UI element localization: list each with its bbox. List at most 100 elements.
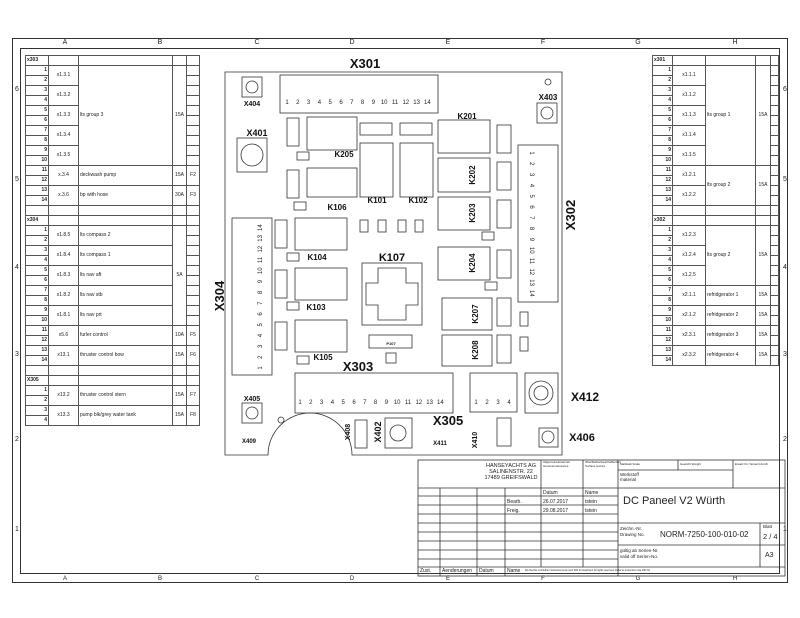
fiducial bbox=[544, 78, 552, 86]
bearb-name: tstein bbox=[585, 499, 597, 505]
name-label: Name bbox=[507, 568, 521, 574]
datum-header: Datum bbox=[543, 490, 558, 496]
grid-column-label: A bbox=[62, 39, 68, 46]
drawing-label-en: Drawing No. bbox=[620, 532, 645, 537]
x402-mount bbox=[384, 417, 413, 449]
k202-relay bbox=[437, 157, 491, 193]
sheet-number: 2 / 4 bbox=[763, 532, 778, 541]
terminal-number: 7 bbox=[350, 100, 354, 106]
terminal-number: 11 bbox=[405, 400, 412, 406]
grid-column-label: C bbox=[254, 39, 260, 46]
k106-relay bbox=[306, 167, 358, 198]
drawing-label-de: Zeichn.-Nr. bbox=[620, 526, 643, 531]
sheet-label: Blatt bbox=[763, 524, 773, 529]
p107-connector bbox=[368, 334, 413, 349]
k101-label: K101 bbox=[367, 196, 387, 205]
k103-relay bbox=[294, 267, 348, 301]
diode bbox=[385, 352, 397, 364]
fuse bbox=[496, 161, 512, 191]
terminal-number: 14 bbox=[258, 224, 264, 231]
drawing-number: NORM-7250-100-010-02 bbox=[660, 530, 749, 539]
fuse bbox=[274, 219, 288, 249]
k203-label: K203 bbox=[468, 203, 477, 223]
terminal-number: 13 bbox=[426, 400, 433, 406]
table-row: 6 bbox=[652, 115, 779, 126]
fuse bbox=[496, 297, 512, 327]
k204-relay bbox=[437, 246, 491, 281]
x408-label: X408 bbox=[345, 424, 352, 440]
drawing-frame bbox=[12, 38, 788, 583]
terminal-number: 13 bbox=[528, 279, 534, 286]
x303-connector bbox=[294, 372, 454, 414]
diode bbox=[286, 252, 300, 262]
grid-column-label: D bbox=[349, 39, 355, 46]
x401-label: X401 bbox=[246, 128, 267, 138]
x404-label: X404 bbox=[244, 101, 260, 108]
k105-label: K105 bbox=[313, 353, 333, 362]
tolerance-label: Allgemeintoleranzen General tolerances bbox=[543, 460, 571, 468]
x402-label: X402 bbox=[373, 421, 383, 442]
terminal-number: 3 bbox=[528, 173, 534, 177]
grid-row-label: 3 bbox=[783, 351, 787, 358]
datum-label: Datum bbox=[479, 568, 494, 574]
fuse bbox=[359, 122, 393, 136]
k103-label: K103 bbox=[306, 303, 326, 312]
circuit-code: x2.3.2 bbox=[672, 345, 706, 366]
diode bbox=[359, 219, 369, 233]
terminal-number: 9 bbox=[258, 279, 264, 283]
grid-row-label: 3 bbox=[15, 351, 19, 358]
fuse-id: F8 bbox=[186, 405, 200, 426]
grid-row-label: 4 bbox=[783, 264, 787, 271]
terminal-number: 1 bbox=[528, 151, 534, 155]
terminal-number: 2 bbox=[309, 400, 313, 406]
drawing-title: DC Paneel V2 Würth bbox=[623, 495, 726, 507]
fiducial bbox=[277, 416, 285, 424]
diode bbox=[397, 219, 407, 233]
terminal-number: 2 bbox=[528, 162, 534, 166]
fuse bbox=[496, 417, 512, 447]
diode bbox=[481, 231, 495, 241]
terminal-number: 8 bbox=[361, 100, 365, 106]
diode bbox=[414, 219, 424, 233]
empty-cell bbox=[770, 355, 779, 366]
diode bbox=[377, 219, 387, 233]
terminal-number: 13 bbox=[413, 100, 420, 106]
drawing-inner-frame bbox=[20, 48, 780, 574]
terminal-number: 2 bbox=[485, 400, 489, 406]
k107-relay bbox=[361, 262, 423, 326]
material-label: Werkstoff bbox=[620, 472, 639, 477]
p107-label: P107 bbox=[386, 341, 396, 346]
k201-label: K201 bbox=[457, 112, 477, 121]
grid-column-label: D bbox=[349, 576, 355, 582]
grid-row-label: 5 bbox=[15, 176, 19, 183]
terminal-number: 7 bbox=[528, 216, 534, 220]
bearb-date: 26.07.2017 bbox=[543, 499, 569, 505]
terminal-number: 12 bbox=[258, 245, 264, 252]
terminal-number: 9 bbox=[372, 100, 376, 106]
k201-relay bbox=[437, 119, 491, 154]
x403-mount bbox=[536, 102, 558, 124]
grid-row-label: 6 bbox=[783, 86, 787, 93]
circuit-code: x1.2.4 bbox=[672, 245, 706, 266]
k102-relay bbox=[399, 142, 434, 198]
terminal-number: 10 bbox=[394, 400, 401, 406]
grid-row-label: 4 bbox=[15, 264, 19, 271]
fuse bbox=[496, 334, 512, 364]
fuse bbox=[274, 269, 288, 299]
grid-column-label: H bbox=[732, 39, 738, 46]
terminal-number: 6 bbox=[528, 205, 534, 209]
drawing-no-label: Zeichn.-Nr.Drawing No. bbox=[620, 526, 645, 538]
grid-row-label: 5 bbox=[783, 176, 787, 183]
table-row: 4 bbox=[25, 415, 200, 426]
